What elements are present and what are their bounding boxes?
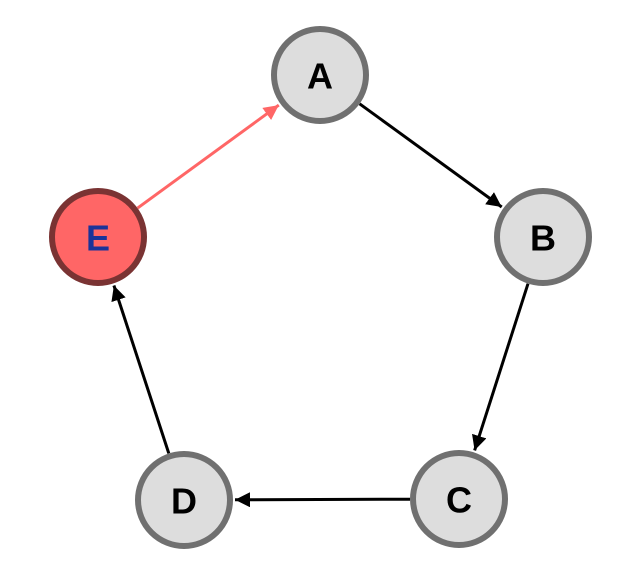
node-d-circle: [135, 451, 233, 549]
node-e-label: E: [86, 218, 110, 259]
edges-layer: [111, 102, 530, 508]
node-d-label: D: [171, 481, 197, 522]
node-c-label: C: [446, 480, 472, 521]
node-e-circle: [49, 188, 147, 286]
edge-e-to-a: [136, 103, 280, 210]
edge-d-to-e: [111, 285, 171, 454]
node-b-circle: [494, 188, 592, 286]
node-a: A: [271, 26, 369, 124]
node-e: E: [49, 188, 147, 286]
edge-b-to-c: [472, 283, 530, 451]
edge-a-to-b: [358, 102, 503, 209]
node-a-circle: [271, 26, 369, 124]
node-c: C: [410, 450, 508, 548]
node-b-label: B: [530, 218, 556, 259]
node-d: D: [135, 451, 233, 549]
nodes-layer: A B C D E: [49, 26, 592, 549]
node-a-label: A: [307, 56, 333, 97]
edge-c-to-d: [234, 492, 411, 508]
node-b: B: [494, 188, 592, 286]
node-c-circle: [410, 450, 508, 548]
